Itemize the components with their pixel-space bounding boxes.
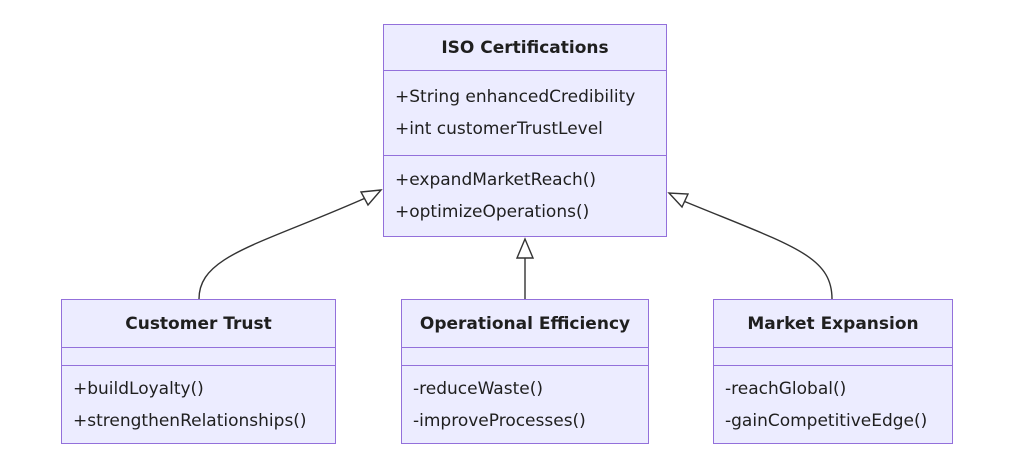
- class-title: ISO Certifications: [384, 25, 666, 71]
- edge-customer-trust-arrowhead: [359, 189, 383, 207]
- class-method: -reduceWaste(): [413, 378, 543, 399]
- edge-market-expansion-to-iso: [680, 199, 833, 300]
- class-market-expansion[interactable]: Market Expansion -reachGlobal() -gainCom…: [713, 299, 953, 444]
- class-method: +strengthenRelationships(): [73, 410, 307, 431]
- class-iso-certifications[interactable]: ISO Certifications +String enhancedCredi…: [383, 24, 667, 237]
- class-methods: +buildLoyalty() +strengthenRelationships…: [62, 366, 335, 443]
- class-method: +buildLoyalty(): [73, 378, 204, 399]
- class-title: Operational Efficiency: [402, 300, 648, 348]
- class-method: +optimizeOperations(): [395, 202, 590, 222]
- class-methods: +expandMarketReach() +optimizeOperations…: [384, 156, 666, 236]
- class-attributes: +String enhancedCredibility +int custome…: [384, 71, 666, 156]
- class-title: Customer Trust: [62, 300, 335, 348]
- class-method: -improveProcesses(): [413, 410, 586, 431]
- class-attributes: [714, 348, 952, 366]
- edge-operational-efficiency-arrowhead: [515, 237, 535, 259]
- class-methods: -reachGlobal() -gainCompetitiveEdge(): [714, 366, 952, 443]
- class-customer-trust[interactable]: Customer Trust +buildLoyalty() +strength…: [61, 299, 336, 444]
- edge-market-expansion-arrowhead: [667, 192, 690, 209]
- class-attribute: +String enhancedCredibility: [395, 87, 636, 107]
- class-method: +expandMarketReach(): [395, 170, 596, 190]
- edge-customer-trust-to-iso: [198, 195, 371, 300]
- class-title: Market Expansion: [714, 300, 952, 348]
- class-methods: -reduceWaste() -improveProcesses(): [402, 366, 648, 443]
- class-method: -reachGlobal(): [725, 378, 847, 399]
- class-operational-efficiency[interactable]: Operational Efficiency -reduceWaste() -i…: [401, 299, 649, 444]
- class-attribute: +int customerTrustLevel: [395, 119, 603, 139]
- class-method: -gainCompetitiveEdge(): [725, 410, 928, 431]
- class-attributes: [62, 348, 335, 366]
- class-attributes: [402, 348, 648, 366]
